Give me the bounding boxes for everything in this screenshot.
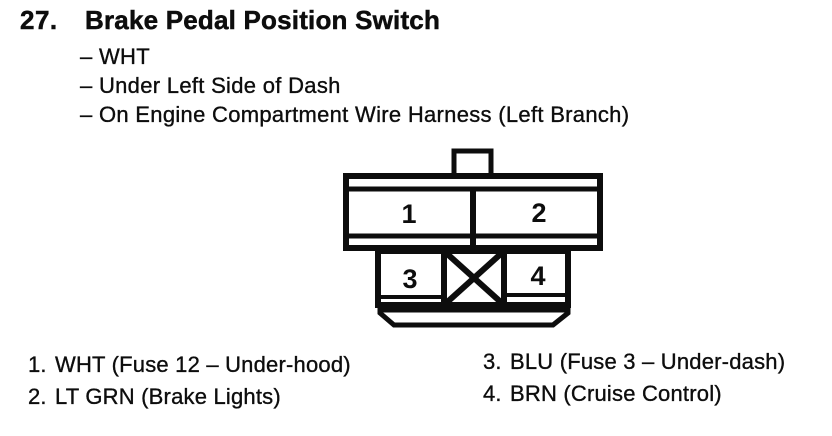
cavity-2-label: 2 xyxy=(531,198,546,228)
legend-item-pin3: 3. BLU (Fuse 3 – Under-dash) xyxy=(483,349,785,381)
legend-pin1-text: WHT (Fuse 12 – Under-hood) xyxy=(55,352,351,377)
legend-pin4-number: 4. xyxy=(483,381,502,406)
legend-right-column: 3. BLU (Fuse 3 – Under-dash) 4. BRN (Cru… xyxy=(483,349,785,413)
cavity-3-label: 3 xyxy=(402,264,417,294)
detail-item-location: – Under Left Side of Dash xyxy=(80,73,341,98)
detail-list: – WHT – Under Left Side of Dash – On Eng… xyxy=(80,42,629,129)
page-title: Brake Pedal Position Switch xyxy=(85,5,441,36)
connector-bottom-rail xyxy=(377,307,571,328)
legend-item-pin1: 1. WHT (Fuse 12 – Under-hood) xyxy=(28,352,351,384)
legend-pin3-text: BLU (Fuse 3 – Under-dash) xyxy=(510,349,786,374)
detail-item-harness: – On Engine Compartment Wire Harness (Le… xyxy=(80,102,630,127)
detail-item-wire-color: – WHT xyxy=(80,44,150,69)
cavity-4-label: 4 xyxy=(530,261,545,291)
legend-item-pin4: 4. BRN (Cruise Control) xyxy=(483,381,785,413)
legend-pin2-text: LT GRN (Brake Lights) xyxy=(55,384,281,409)
legend-pin1-number: 1. xyxy=(28,352,47,377)
blocked-cavity-x-stroke-2 xyxy=(441,248,507,308)
legend-pin2-number: 2. xyxy=(28,384,47,409)
legend-pin3-number: 3. xyxy=(483,349,502,374)
section-header: 27. Brake Pedal Position Switch xyxy=(0,5,832,39)
legend-item-pin2: 2. LT GRN (Brake Lights) xyxy=(28,384,351,416)
legend-left-column: 1. WHT (Fuse 12 – Under-hood) 2. LT GRN … xyxy=(28,352,351,416)
section-number: 27. xyxy=(20,5,58,36)
legend-pin4-text: BRN (Cruise Control) xyxy=(510,381,722,406)
cavity-1-label: 1 xyxy=(401,199,416,229)
